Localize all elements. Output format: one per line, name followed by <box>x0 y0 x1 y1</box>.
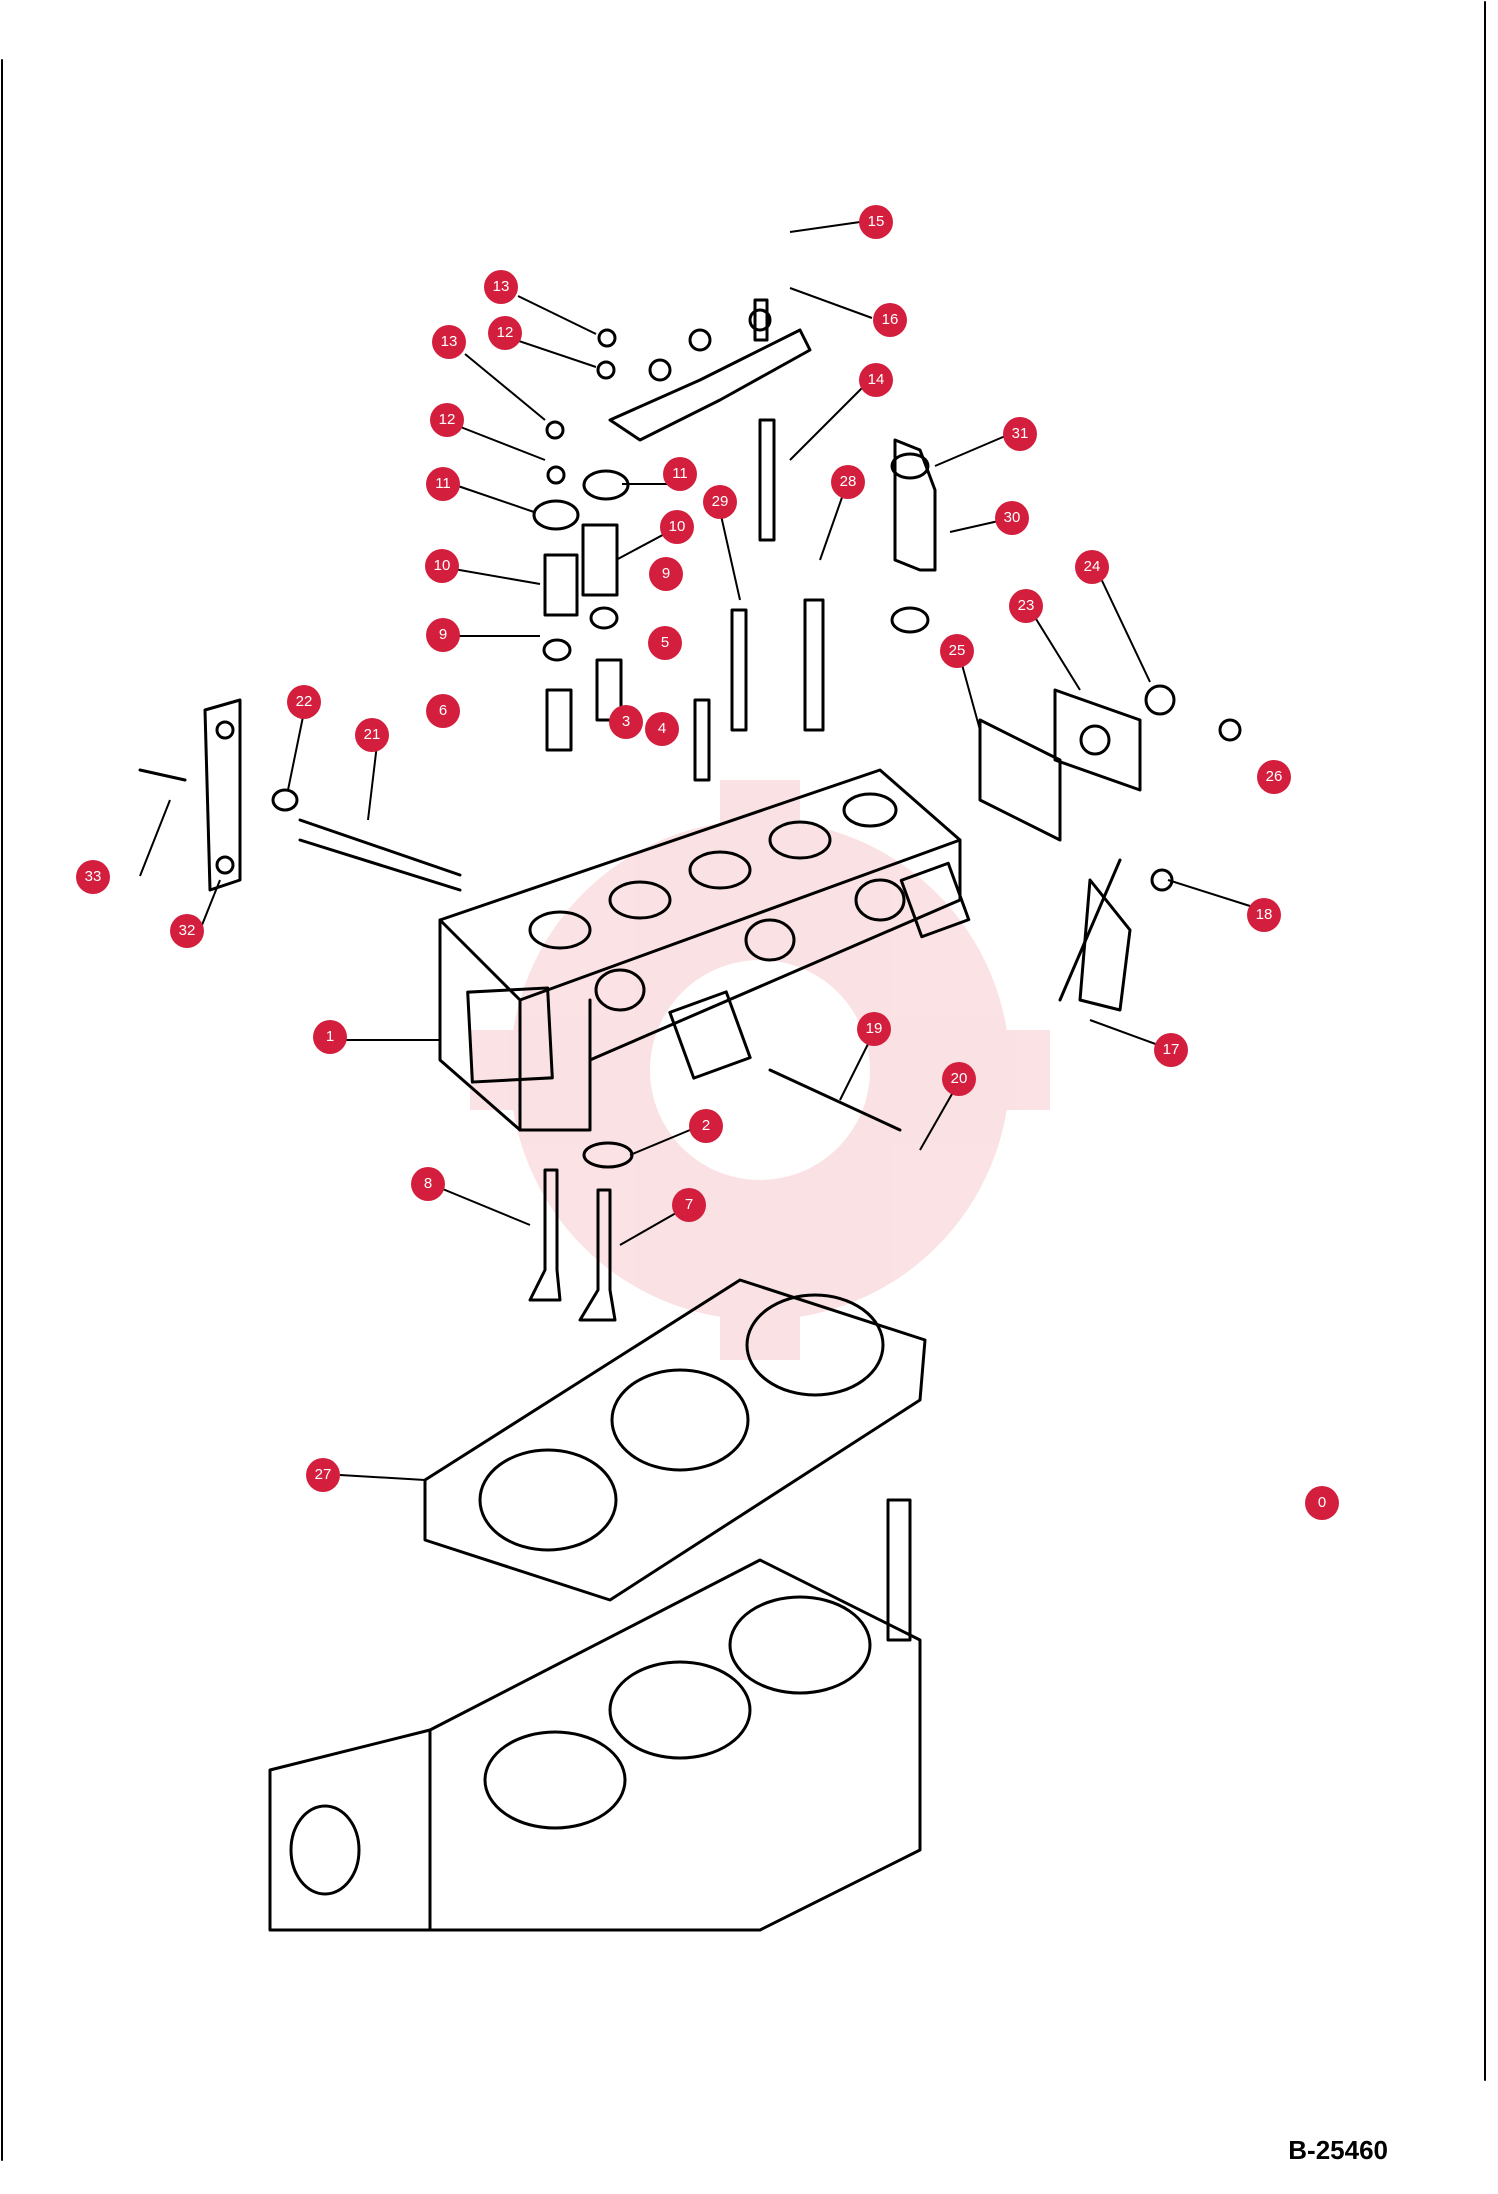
callout-30[interactable]: 30 <box>995 501 1029 535</box>
callout-18[interactable]: 18 <box>1247 898 1281 932</box>
callout-11[interactable]: 11 <box>426 467 460 501</box>
callout-2[interactable]: 2 <box>689 1109 723 1143</box>
callout-24[interactable]: 24 <box>1075 550 1109 584</box>
callout-0[interactable]: 0 <box>1305 1486 1339 1520</box>
callout-29[interactable]: 29 <box>703 485 737 519</box>
callout-3[interactable]: 3 <box>609 705 643 739</box>
callout-13[interactable]: 13 <box>432 325 466 359</box>
callout-1[interactable]: 1 <box>313 1020 347 1054</box>
callout-16[interactable]: 16 <box>873 303 907 337</box>
callout-6[interactable]: 6 <box>426 694 460 728</box>
callout-10[interactable]: 10 <box>425 549 459 583</box>
callout-10[interactable]: 10 <box>660 510 694 544</box>
callout-20[interactable]: 20 <box>942 1062 976 1096</box>
valve-parts-drawing <box>532 328 630 662</box>
callout-17[interactable]: 17 <box>1154 1033 1188 1067</box>
callout-9[interactable]: 9 <box>426 618 460 652</box>
leader-lines <box>139 221 1251 1481</box>
callout-22[interactable]: 22 <box>287 685 321 719</box>
callout-28[interactable]: 28 <box>831 465 865 499</box>
callout-9[interactable]: 9 <box>649 557 683 591</box>
callout-27[interactable]: 27 <box>306 1458 340 1492</box>
callout-15[interactable]: 15 <box>859 205 893 239</box>
callout-21[interactable]: 21 <box>355 718 389 752</box>
callout-11[interactable]: 11 <box>663 457 697 491</box>
callout-8[interactable]: 8 <box>411 1167 445 1201</box>
rocker-arm-drawing <box>608 298 812 442</box>
drawing-number: B-25460 <box>1288 2135 1388 2165</box>
side-covers-drawing <box>138 438 1242 1012</box>
callout-25[interactable]: 25 <box>940 634 974 668</box>
callout-5[interactable]: 5 <box>648 626 682 660</box>
callout-19[interactable]: 19 <box>857 1012 891 1046</box>
studs-drawing <box>298 418 1122 1132</box>
callout-33[interactable]: 33 <box>76 860 110 894</box>
engine-block-drawing <box>268 1498 922 1932</box>
callout-4[interactable]: 4 <box>645 712 679 746</box>
callout-26[interactable]: 26 <box>1257 760 1291 794</box>
callout-32[interactable]: 32 <box>170 914 204 948</box>
callout-7[interactable]: 7 <box>672 1188 706 1222</box>
callout-12[interactable]: 12 <box>430 403 464 437</box>
head-gasket-drawing <box>423 1278 927 1602</box>
callout-14[interactable]: 14 <box>859 363 893 397</box>
callout-13[interactable]: 13 <box>484 270 518 304</box>
callout-12[interactable]: 12 <box>488 316 522 350</box>
callout-31[interactable]: 31 <box>1003 417 1037 451</box>
callout-23[interactable]: 23 <box>1009 589 1043 623</box>
cylinder-head-drawing <box>438 768 971 1132</box>
